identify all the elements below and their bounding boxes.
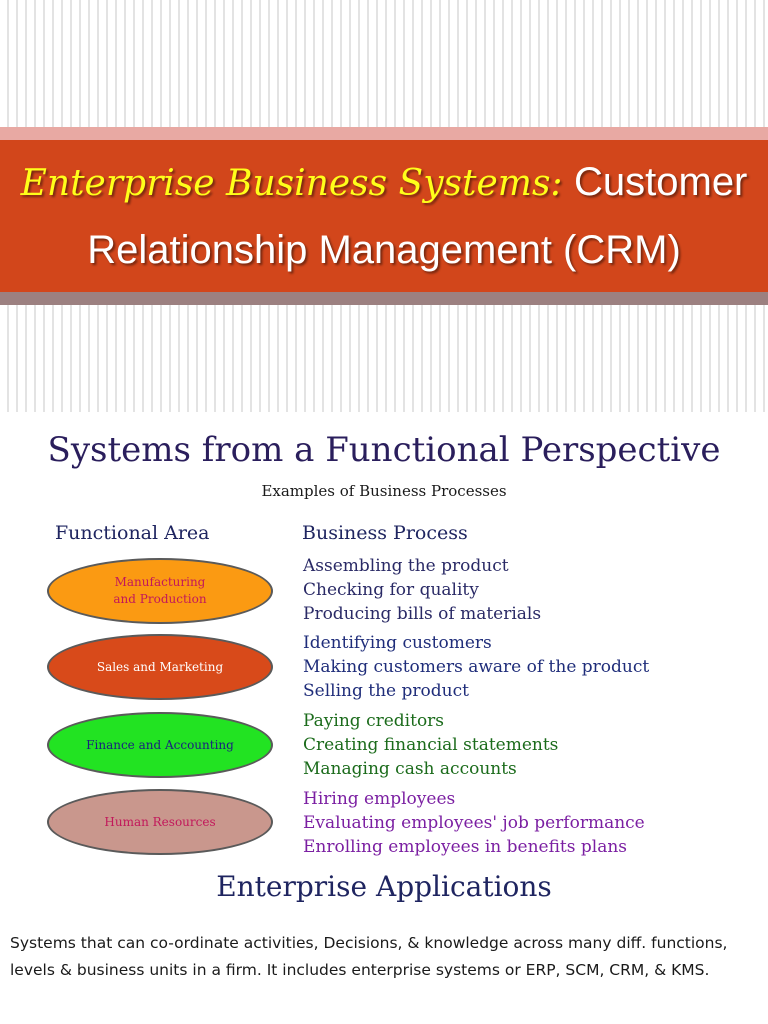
banner-top-band — [0, 127, 768, 140]
slide-subtitle: Examples of Business Processes — [261, 482, 507, 500]
business-process-item: Selling the product — [303, 681, 469, 701]
functional-area-label-line: Sales and Marketing — [96, 659, 224, 674]
functional-area-label-line: Manufacturing — [114, 575, 206, 589]
banner-title-line1: Enterprise Business Systems: Customer — [0, 158, 768, 208]
functional-area-label-line: Human Resources — [104, 814, 216, 829]
enterprise-applications-title: Enterprise Applications — [216, 870, 552, 903]
enterprise-applications-body: Systems that can co-ordinate activities,… — [10, 934, 728, 979]
business-process-item: Creating financial statements — [303, 735, 559, 755]
title-banner: Enterprise Business Systems: Customer Re… — [0, 140, 768, 292]
banner-title-line2: Relationship Management (CRM) — [87, 228, 681, 272]
slide-image: Systems from a Functional Perspective Ex… — [0, 412, 768, 1024]
business-process-item: Paying creditors — [303, 711, 445, 731]
business-process-item: Assembling the product — [303, 556, 509, 576]
functional-area-ellipse: Sales and Marketing — [47, 634, 273, 700]
functional-area-label-line: and Production — [113, 592, 207, 606]
banner-title-highlight: Enterprise Business Systems: — [20, 163, 574, 204]
functional-area-label: Sales and Marketing — [97, 659, 223, 676]
column-header-business-process: Business Process — [302, 522, 468, 544]
functional-area-label: Finance and Accounting — [86, 737, 234, 754]
business-process-item: Producing bills of materials — [303, 604, 542, 624]
business-process-item: Making customers aware of the product — [303, 657, 650, 677]
functional-area-ellipse: Human Resources — [47, 789, 273, 855]
banner-bottom-band — [0, 292, 768, 305]
business-process-item: Evaluating employees' job performance — [303, 813, 645, 833]
functional-area-ellipse: Finance and Accounting — [47, 712, 273, 778]
slide-title: Systems from a Functional Perspective — [47, 430, 721, 470]
functional-area-label: Manufacturing and Production — [113, 574, 206, 608]
functional-area-label-line: Finance and Accounting — [86, 737, 234, 752]
business-process-item: Hiring employees — [303, 789, 456, 809]
functional-area-ellipse: Manufacturing and Production — [47, 558, 273, 624]
column-header-functional-area: Functional Area — [55, 522, 210, 544]
functional-area-label: Human Resources — [104, 814, 215, 831]
business-process-item: Managing cash accounts — [303, 759, 517, 779]
business-process-item: Identifying customers — [303, 633, 492, 653]
business-process-item: Checking for quality — [303, 580, 479, 600]
business-process-item: Enrolling employees in benefits plans — [303, 837, 628, 857]
banner-title-part2: Customer — [574, 160, 748, 204]
